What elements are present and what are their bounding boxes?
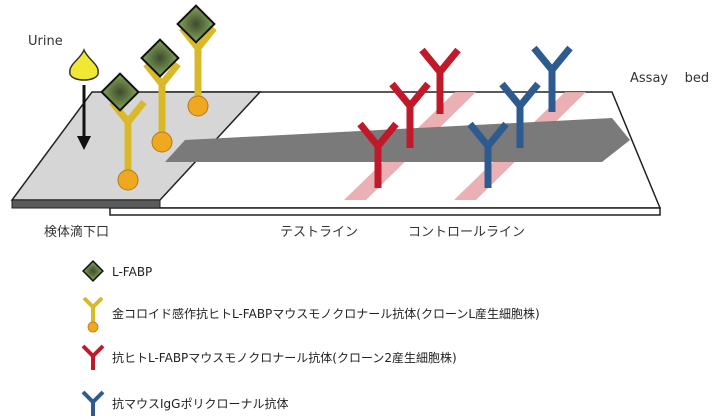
urine-label: Urine xyxy=(28,34,63,49)
legend-text-red: 抗ヒトL-FABPマウスモノクロナール抗体(クローン2産生細胞株) xyxy=(112,350,457,365)
gold-antibody-icon xyxy=(82,296,104,333)
legend-item-gold: 金コロイド感作抗ヒトL-FABPマウスモノクロナール抗体(クローンL産生細胞株) xyxy=(82,296,540,333)
red-antibody-icon xyxy=(81,344,105,370)
blue-antibody-icon xyxy=(81,390,105,416)
assay-bed-label: Assay bed xyxy=(630,71,709,86)
control-line-label: コントロールライン xyxy=(408,225,525,240)
sample-drop-label: 検体滴下口 xyxy=(44,224,109,240)
legend-item-blue: 抗マウスIgGポリクローナル抗体 xyxy=(81,390,288,416)
test-line-label: テストライン xyxy=(280,225,358,240)
sample-pad-edge xyxy=(11,199,161,209)
urine-flow-arrowhead xyxy=(77,136,91,150)
assay-bed-edge xyxy=(109,207,661,216)
urine-drop-icon xyxy=(69,47,99,81)
legend-text-antigen: L-FABP xyxy=(112,265,152,279)
antigen-diamond-icon xyxy=(82,260,104,282)
legend-item-antigen: L-FABP xyxy=(82,260,152,282)
legend-item-red: 抗ヒトL-FABPマウスモノクロナール抗体(クローン2産生細胞株) xyxy=(81,344,457,370)
legend-text-gold: 金コロイド感作抗ヒトL-FABPマウスモノクロナール抗体(クローンL産生細胞株) xyxy=(112,306,540,321)
flow-arrow xyxy=(165,118,630,162)
legend-text-blue: 抗マウスIgGポリクローナル抗体 xyxy=(112,396,288,411)
legend: L-FABP 金コロイド感作抗ヒトL-FABPマウスモノクロナール抗体(クローン… xyxy=(81,260,540,416)
